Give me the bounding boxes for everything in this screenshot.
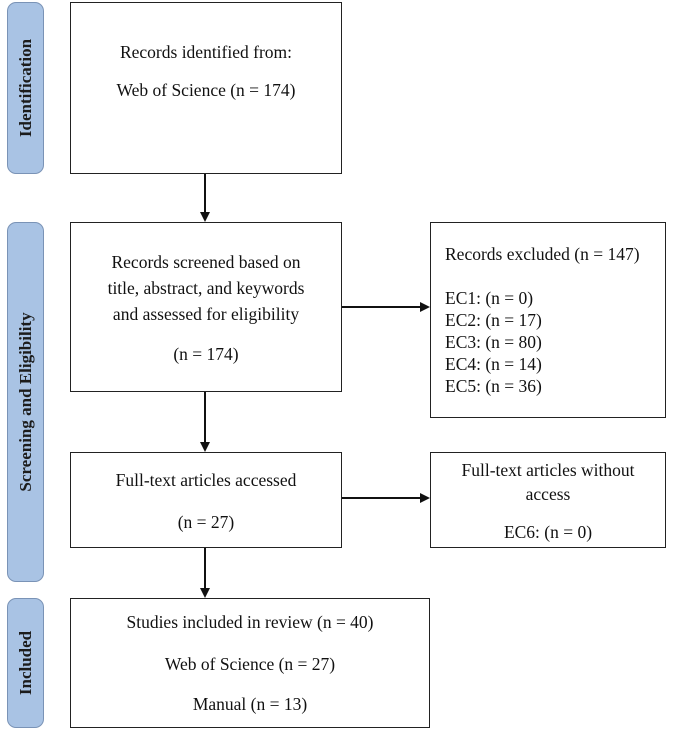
no-access-ec6: EC6: (n = 0) bbox=[503, 522, 593, 542]
excluded-item-ec5: EC5: (n = 36) bbox=[445, 376, 542, 396]
excluded-item-ec1: EC1: (n = 0) bbox=[445, 288, 534, 308]
no-access-line-2: access bbox=[525, 484, 571, 504]
included-web-of-science: Web of Science (n = 27) bbox=[164, 654, 336, 674]
fulltext-accessed-count: (n = 27) bbox=[177, 512, 235, 532]
excluded-item-ec3: EC3: (n = 80) bbox=[445, 332, 542, 352]
records-identified-source: Web of Science (n = 174) bbox=[116, 80, 296, 100]
excluded-item-ec4: EC4: (n = 14) bbox=[445, 354, 542, 374]
stage-screening-label: Screening and Eligibility bbox=[7, 222, 44, 582]
screened-count: (n = 174) bbox=[173, 344, 239, 364]
no-access-line-1: Full-text articles without bbox=[461, 460, 635, 480]
screened-line-1: Records screened based on bbox=[111, 252, 301, 272]
records-screened-box: Records screened based on title, abstrac… bbox=[70, 222, 342, 392]
fulltext-accessed-title: Full-text articles accessed bbox=[115, 470, 297, 490]
fulltext-no-access-box: Full-text articles without access EC6: (… bbox=[430, 452, 666, 548]
records-identified-heading: Records identified from: bbox=[119, 42, 293, 62]
included-manual: Manual (n = 13) bbox=[192, 694, 308, 714]
screened-line-2: title, abstract, and keywords bbox=[107, 278, 305, 298]
screened-line-3: and assessed for eligibility bbox=[112, 304, 300, 324]
fulltext-accessed-box: Full-text articles accessed (n = 27) bbox=[70, 452, 342, 548]
excluded-title: Records excluded (n = 147) bbox=[445, 244, 640, 264]
excluded-item-ec2: EC2: (n = 17) bbox=[445, 310, 542, 330]
stage-identification-label: Identification bbox=[7, 2, 44, 174]
stage-included-label: Included bbox=[7, 598, 44, 728]
records-identified-box: Records identified from: Web of Science … bbox=[70, 2, 342, 174]
records-excluded-box: Records excluded (n = 147) EC1: (n = 0) … bbox=[430, 222, 666, 418]
studies-included-box: Studies included in review (n = 40) Web … bbox=[70, 598, 430, 728]
included-total: Studies included in review (n = 40) bbox=[126, 612, 374, 632]
